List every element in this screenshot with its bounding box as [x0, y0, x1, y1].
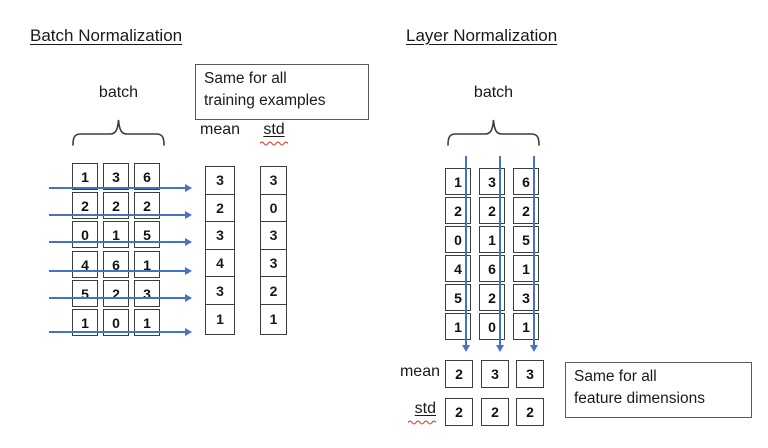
right-std-squiggle-icon — [408, 420, 436, 425]
left-mean-cell: 3 — [206, 167, 234, 195]
left-matrix-cell: 2 — [103, 192, 129, 219]
left-std-header: std — [263, 121, 285, 138]
right-matrix-cell: 6 — [479, 255, 505, 282]
left-std-cell: 1 — [269, 310, 278, 327]
left-note-line2: training examples — [204, 92, 326, 109]
right-matrix-cell: 3 — [479, 168, 505, 195]
right-mean-cell: 2 — [445, 360, 473, 388]
right-batch-brace — [447, 119, 540, 146]
right-batch-label: batch — [473, 84, 514, 101]
left-mean-header: mean — [199, 121, 241, 138]
row-arrow — [49, 327, 192, 337]
left-matrix-cell: 2 — [134, 192, 160, 219]
left-batch-label: batch — [98, 84, 139, 101]
left-matrix-cell: 1 — [134, 251, 160, 278]
left-matrix-cell: 1 — [72, 163, 98, 190]
left-matrix-cell: 3 — [103, 163, 129, 190]
left-matrix-cell: 4 — [72, 251, 98, 278]
left-matrix-cell: 1 — [103, 221, 129, 248]
right-mean-cell: 3 — [481, 360, 509, 388]
left-batch-brace — [72, 119, 165, 146]
layer-norm-title: Layer Normalization — [406, 26, 558, 45]
left-matrix-cell: 2 — [103, 280, 129, 307]
left-std-cell: 2 — [261, 277, 286, 305]
right-matrix-cell: 1 — [513, 313, 539, 340]
right-matrix-cell: 2 — [479, 284, 505, 311]
right-matrix-cell: 1 — [513, 255, 539, 282]
left-std-cell: 3 — [261, 250, 286, 278]
left-matrix-cell: 1 — [134, 309, 160, 336]
left-matrix-cell: 1 — [72, 309, 98, 336]
right-matrix-cell: 5 — [445, 284, 471, 311]
left-std-cell: 3 — [261, 222, 286, 250]
left-mean-cell: 4 — [206, 250, 234, 278]
right-mean-label: mean — [399, 363, 440, 380]
left-std-squiggle-icon — [260, 141, 288, 146]
right-note-line1: Same for all — [574, 368, 657, 385]
left-note-line1: Same for all — [204, 70, 287, 87]
right-std-label: std — [414, 400, 436, 417]
right-note-line2: feature dimensions — [574, 390, 705, 407]
right-matrix-cell: 5 — [513, 226, 539, 253]
right-matrix-cell: 2 — [513, 197, 539, 224]
left-std-cell: 0 — [261, 195, 286, 223]
column-arrow — [495, 156, 505, 352]
row-arrow — [49, 237, 192, 247]
column-arrow — [461, 156, 471, 352]
row-arrow — [49, 183, 192, 193]
right-std-cell: 2 — [516, 398, 544, 426]
right-matrix-cell: 0 — [479, 313, 505, 340]
right-matrix-cell: 2 — [445, 197, 471, 224]
left-matrix-cell: 0 — [72, 221, 98, 248]
left-matrix-cell: 2 — [72, 192, 98, 219]
left-note-box: Same for all training examples — [195, 64, 369, 120]
left-matrix-cell: 6 — [103, 251, 129, 278]
right-mean-cell: 3 — [516, 360, 544, 388]
left-matrix-cell: 0 — [103, 309, 129, 336]
left-mean-cell: 3 — [206, 277, 234, 305]
right-std-cell: 2 — [445, 398, 473, 426]
left-matrix-cell: 5 — [72, 280, 98, 307]
left-mean-cell: 1 — [216, 310, 224, 327]
right-matrix-cell: 6 — [513, 168, 539, 195]
row-arrow — [49, 266, 192, 276]
row-arrow — [49, 293, 192, 303]
batch-norm-title: Batch Normalization — [30, 26, 183, 45]
left-matrix-cell: 3 — [134, 280, 160, 307]
left-matrix-cell: 5 — [134, 221, 160, 248]
left-mean-cell: 3 — [206, 222, 234, 250]
right-matrix-cell: 4 — [445, 255, 471, 282]
right-matrix-cell: 1 — [445, 168, 471, 195]
right-matrix-cell: 1 — [445, 313, 471, 340]
left-std-cell: 3 — [261, 167, 286, 195]
right-note-box: Same for all feature dimensions — [565, 362, 752, 418]
column-arrow — [529, 156, 539, 352]
right-matrix-cell: 2 — [479, 197, 505, 224]
right-matrix-cell: 0 — [445, 226, 471, 253]
right-std-cell: 2 — [481, 398, 509, 426]
right-matrix-cell: 3 — [513, 284, 539, 311]
right-matrix-cell: 1 — [479, 226, 505, 253]
left-mean-cell: 2 — [206, 195, 234, 223]
row-arrow — [49, 210, 192, 220]
left-matrix-cell: 6 — [134, 163, 160, 190]
